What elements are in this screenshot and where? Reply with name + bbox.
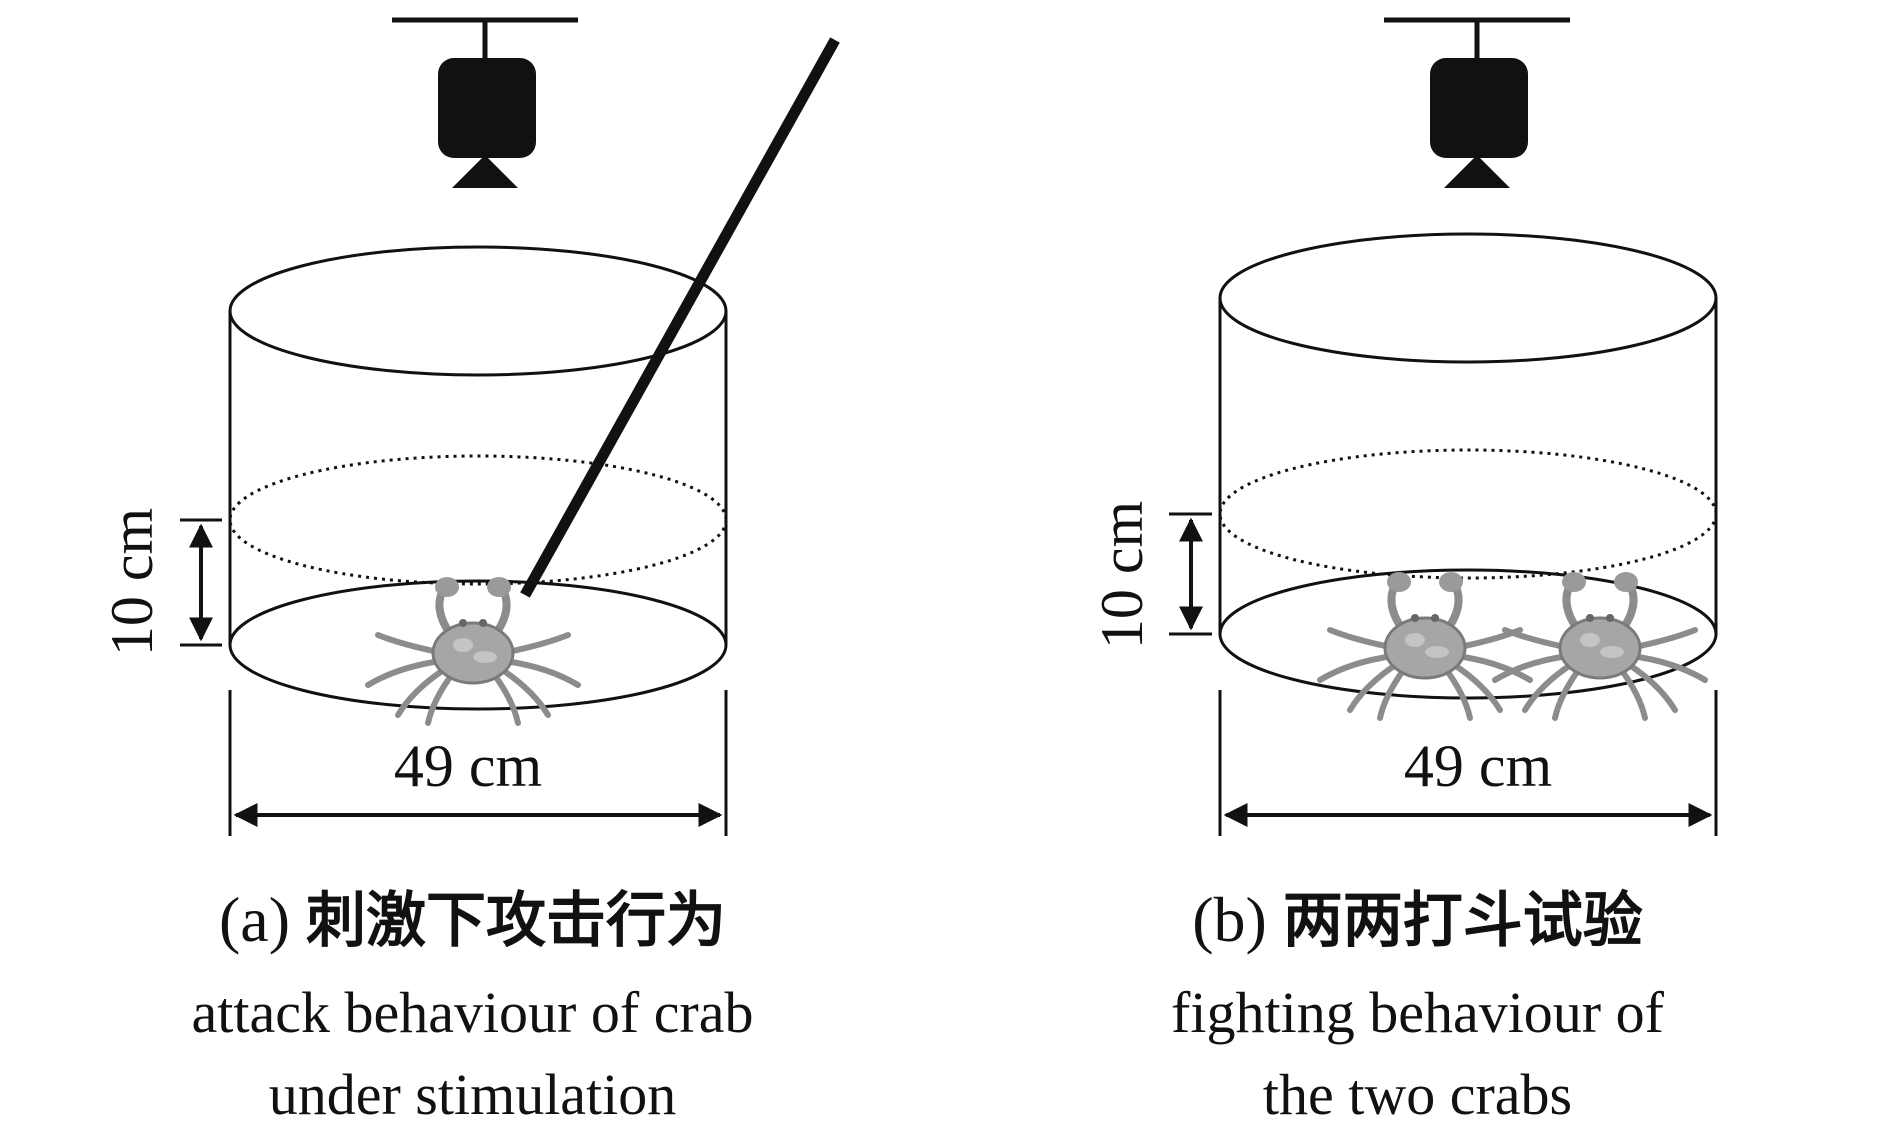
height-dimension [180, 518, 222, 647]
cylinder-arena [228, 245, 728, 711]
caption-en-line1: fighting behaviour of [1171, 980, 1664, 1045]
panel-label: (b) [1192, 884, 1267, 955]
height-dimension [1169, 512, 1212, 636]
caption-en-line2: the two crabs [1262, 1062, 1573, 1127]
height-label: 10 cm [1089, 501, 1155, 649]
panel-attack-behaviour: 10 cm 49 cm (a) 刺激下攻击行为 attack behaviour… [0, 17, 945, 1127]
caption-title-cn: 两两打斗试验 [1282, 886, 1643, 956]
width-label: 49 cm [394, 733, 542, 799]
width-label: 49 cm [1404, 733, 1552, 799]
panel-label: (a) [218, 884, 291, 955]
caption-title: (a) 刺激下攻击行为 [0, 888, 945, 952]
crab-icon [368, 577, 578, 723]
stimulus-rod-icon [520, 37, 840, 598]
height-label: 10 cm [99, 508, 165, 656]
caption-title-cn: 刺激下攻击行为 [306, 886, 727, 956]
caption-title: (b) 两两打斗试验 [945, 888, 1890, 952]
panel-fighting-behaviour: 10 cm 49 cm (b) 两两打斗试验 fighting behaviou… [945, 0, 1890, 1134]
width-dimension [1218, 690, 1718, 836]
camera-icon [392, 17, 578, 188]
width-dimension [228, 690, 728, 836]
caption-en-line1: attack behaviour of crab [191, 980, 754, 1045]
cylinder-arena [1218, 232, 1718, 700]
camera-icon [1384, 17, 1570, 188]
caption-en-line2: under stimulation [268, 1062, 677, 1127]
